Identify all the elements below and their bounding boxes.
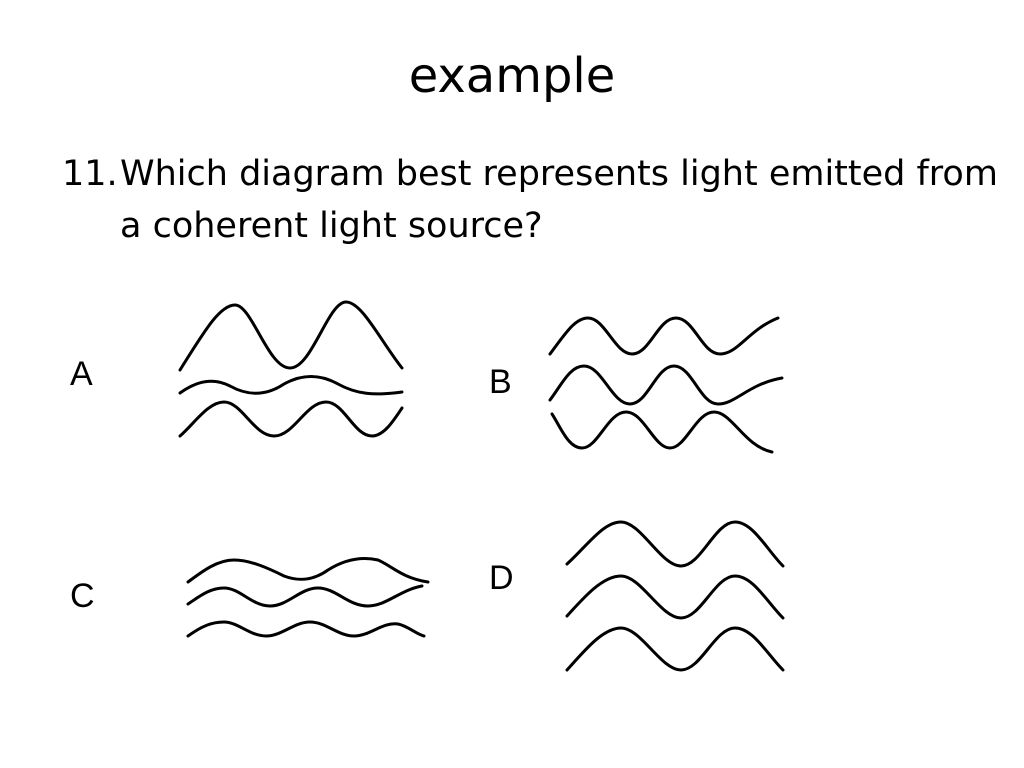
option-c-wave-3 [186,620,426,638]
option-a-waves [178,300,404,438]
option-d-wave-1 [565,520,785,568]
question-text: Which diagram best represents light emit… [120,154,998,246]
option-a-wave-2 [178,375,404,396]
option-d-waves [565,520,785,672]
option-a-label: A [70,355,93,393]
option-c-wave-1 [186,556,430,584]
option-b-wave-2 [548,364,784,406]
question: 11. Which diagram best represents light … [62,148,1002,252]
option-b-waves [548,316,784,454]
option-d-label: D [489,559,514,597]
option-c-waves [186,556,430,638]
option-a-wave-1 [178,300,404,372]
option-c-wave-2 [186,584,424,608]
option-b-label: B [489,363,512,401]
option-d-wave-3 [565,626,785,672]
slide-title: example [408,48,616,104]
option-a-wave-3 [178,400,404,438]
option-d-wave-2 [565,574,785,620]
question-number: 11. [62,154,118,194]
option-b-wave-3 [550,410,774,454]
option-c-label: C [70,577,95,615]
option-b-wave-1 [548,316,780,356]
